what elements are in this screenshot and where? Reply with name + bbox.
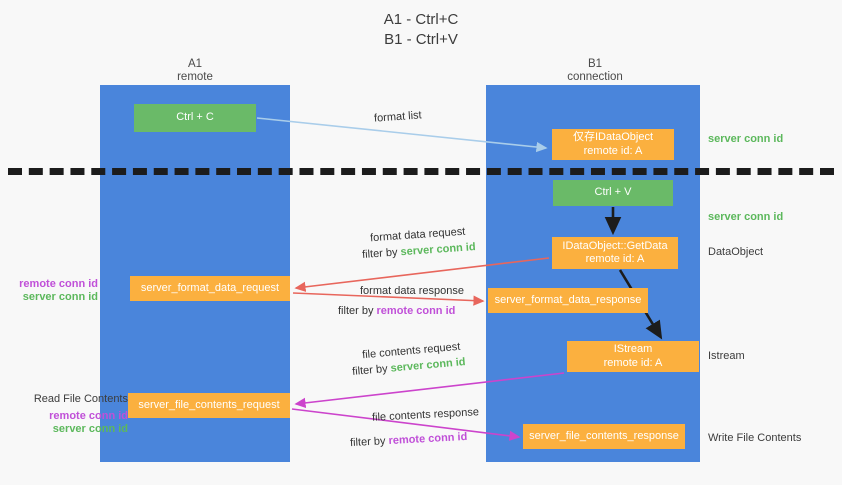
column-header-a1: A1 remote (120, 58, 270, 84)
node-format-data-request-label: server_format_data_request (140, 281, 280, 294)
node-idataobject-getdata[interactable]: IDataObject::GetData remote id: A (552, 237, 678, 269)
node-istream-line2: remote id: A (603, 356, 663, 369)
title-line-1: A1 - Ctrl+C (383, 11, 459, 28)
filter-prefix: filter by (349, 435, 389, 450)
column-header-b1: B1 connection (520, 58, 670, 84)
filter-value-server-conn-id: server conn id (400, 241, 476, 259)
note-istream: Istream (708, 350, 745, 362)
column-a1-sub: remote (177, 71, 213, 83)
node-ctrl-v[interactable]: Ctrl + V (553, 180, 673, 206)
filter-value-remote-conn-id: remote conn id (376, 305, 456, 317)
edge-label-format-list: format list (373, 109, 423, 125)
note-left-mid-server-conn-id: server conn id (22, 291, 98, 303)
edge-label-format-data-response-filter: filter by remote conn id (338, 305, 455, 317)
edge-label-format-data-response: format data response (360, 285, 464, 297)
note-read-file-contents: Read File Contents (33, 393, 128, 405)
edge-label-file-contents-response-filter: filter by remote conn id (350, 431, 468, 449)
node-ctrl-v-label: Ctrl + V (594, 186, 632, 199)
note-dataobject: DataObject (708, 246, 764, 258)
diagram-title: A1 - Ctrl+C B1 - Ctrl+V (0, 10, 842, 50)
node-server-file-contents-response[interactable]: server_file_contents_response (523, 424, 685, 449)
title-line-2: B1 - Ctrl+V (384, 31, 458, 48)
note-left-mid-conn-ids: remote conn id server conn id (8, 278, 98, 304)
node-getdata-line1: IDataObject::GetData (562, 239, 668, 252)
note-write-file-contents: Write File Contents (708, 432, 802, 444)
node-ctrl-c-label: Ctrl + C (176, 111, 214, 124)
column-b1-name: B1 (587, 58, 603, 70)
node-file-contents-request-label: server_file_contents_request (138, 398, 280, 411)
note-server-conn-id-mid: server conn id (708, 211, 784, 223)
note-left-mid-remote-conn-id: remote conn id (19, 278, 98, 290)
edge-label-format-data-request-filter: filter by server conn id (362, 241, 476, 261)
dashed-divider (8, 168, 834, 175)
edge-label-format-data-request: format data request (369, 225, 466, 245)
node-ctrl-c[interactable]: Ctrl + C (134, 104, 256, 132)
node-format-data-response-label: server_format_data_response (494, 293, 642, 306)
node-server-file-contents-request[interactable]: server_file_contents_request (128, 393, 290, 418)
node-getdata-line2: remote id: A (585, 253, 645, 265)
node-server-format-data-request[interactable]: server_format_data_request (130, 276, 290, 301)
node-server-format-data-response[interactable]: server_format_data_response (488, 288, 648, 313)
filter-prefix: filter by (361, 246, 401, 261)
column-b1-sub: connection (567, 71, 623, 83)
node-file-contents-response-label: server_file_contents_response (529, 429, 679, 442)
node-idataobject-line1: 仅存IDataObject (572, 131, 654, 143)
column-a1-name: A1 (187, 58, 203, 70)
node-idataobject-line2: remote id: A (583, 144, 643, 157)
note-left-bottom-conn-ids: remote conn id server conn id (8, 410, 128, 436)
note-left-bottom-server-conn-id: server conn id (52, 423, 128, 435)
filter-prefix: filter by (338, 305, 377, 317)
node-istream[interactable]: IStream remote id: A (567, 341, 699, 372)
filter-prefix: filter by (351, 362, 392, 378)
node-istream-line1: IStream (613, 343, 653, 355)
node-idataobject[interactable]: 仅存IDataObject remote id: A (552, 129, 674, 160)
edge-label-file-contents-response: file contents response (371, 406, 480, 424)
note-left-bottom-remote-conn-id: remote conn id (49, 410, 128, 422)
filter-value-remote-conn-id: remote conn id (388, 430, 468, 448)
filter-value-server-conn-id: server conn id (390, 356, 467, 375)
note-server-conn-id-top: server conn id (708, 133, 784, 145)
